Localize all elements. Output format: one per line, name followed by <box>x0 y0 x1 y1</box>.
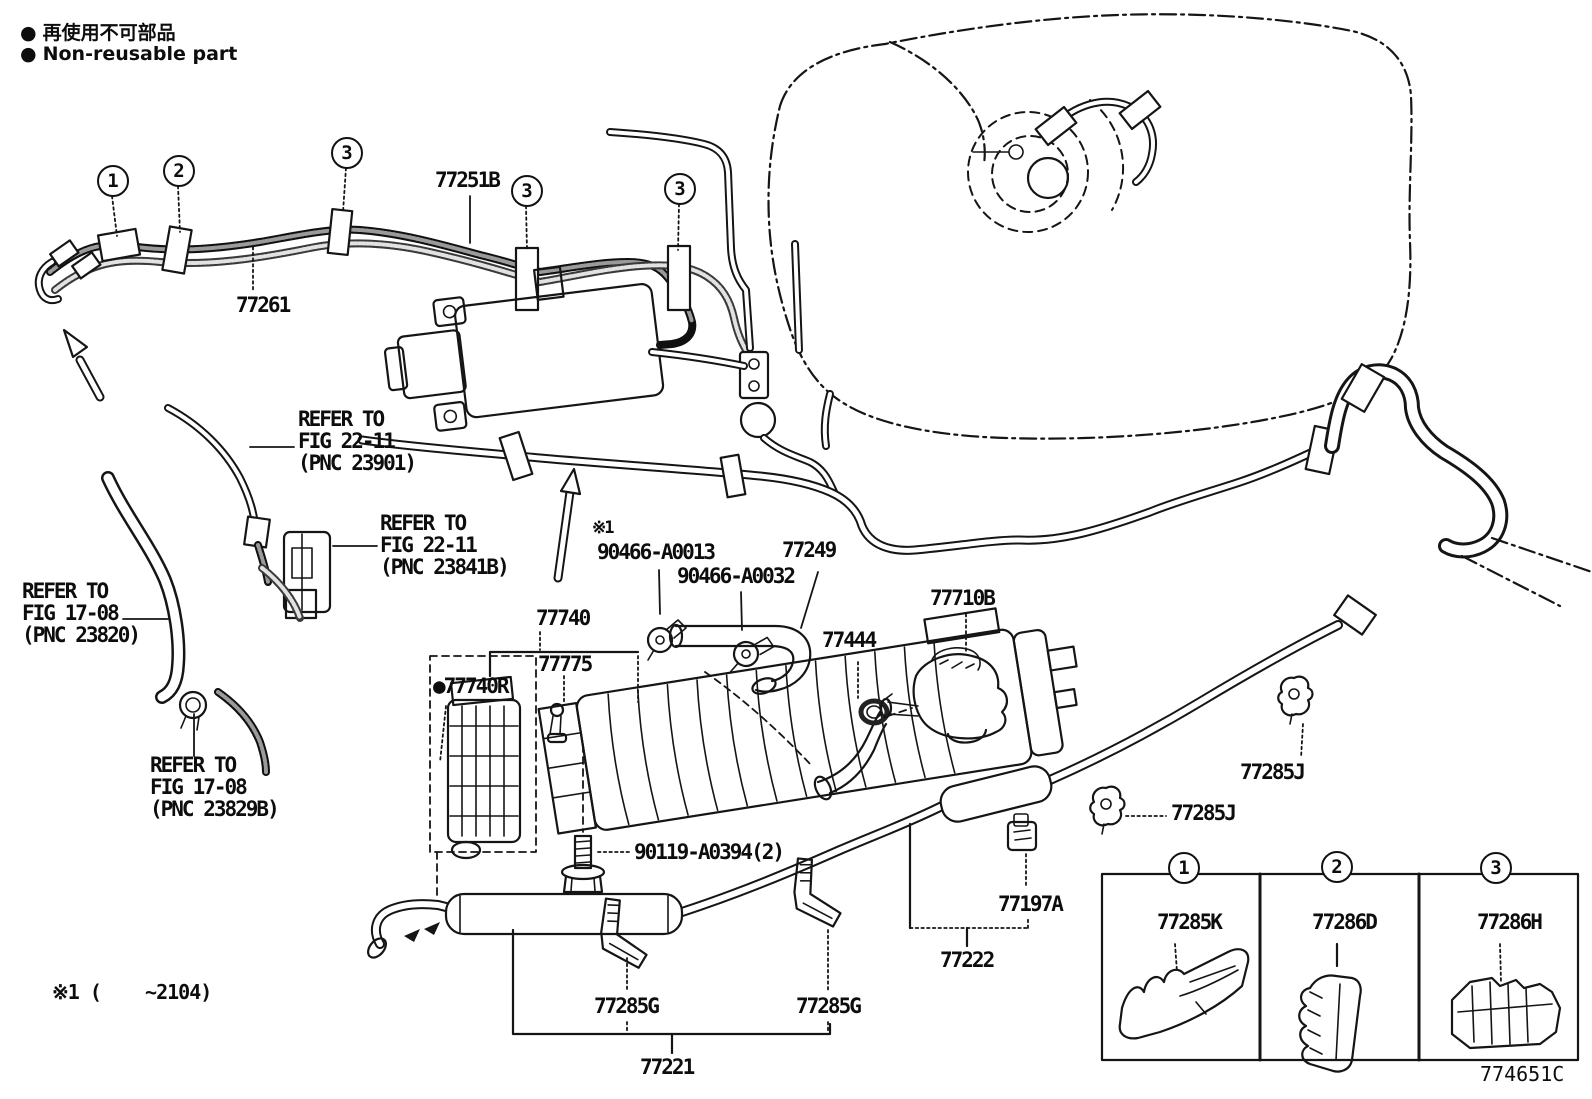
clamp-77285g-2 <box>793 857 842 928</box>
pump-module <box>383 265 665 432</box>
part-label-90466-a0032: 90466-A0032 <box>677 564 796 588</box>
vent-tube <box>606 128 838 496</box>
canister-77740 <box>537 607 1078 835</box>
refer-note-23829b: REFER TO FIG 17-08 (PNC 23829B) <box>150 753 280 821</box>
part-label-77285g: 77285G <box>594 994 660 1018</box>
hose-77249 <box>668 623 812 695</box>
callout-1: 1 <box>1168 852 1200 884</box>
part-label-77710b: 77710B <box>930 586 996 610</box>
callout-3: 3 <box>1480 852 1512 884</box>
fuel-tube-77251b <box>34 239 754 360</box>
part-label-77285j: 77285J <box>1240 760 1306 784</box>
bolt-90119 <box>560 744 606 894</box>
valve-77710b <box>879 647 1008 744</box>
part-label-77221: 77221 <box>640 1055 695 1079</box>
part-label-77251b: 77251B <box>435 168 501 192</box>
part-label-90466-a0013: 90466-A0013 <box>597 540 716 564</box>
pipe-77221 <box>367 594 1377 959</box>
part-label-77740: 77740 <box>536 606 591 630</box>
part-label-77261: 77261 <box>236 293 291 317</box>
left-hoses <box>101 404 332 776</box>
refer-note-23901: REFER TO FIG 22-11 (PNC 23901) <box>298 407 417 475</box>
air-filter-77740r <box>404 655 537 942</box>
clamp-77285g-1 <box>600 897 648 969</box>
drawing-number: 774651C <box>1480 1062 1565 1086</box>
clamp-band <box>666 244 692 312</box>
leader-lines <box>111 167 1502 1055</box>
part-label-77249: 77249 <box>782 538 837 562</box>
callout-2: 2 <box>1321 851 1353 883</box>
clip-77197a <box>1006 813 1038 852</box>
hose-77444 <box>704 671 913 801</box>
clamp-band <box>96 227 142 263</box>
clip-90466-a0032 <box>729 636 775 673</box>
part-label-77285k: 77285K <box>1157 910 1223 934</box>
clip-90466-a0013 <box>646 619 687 661</box>
legend-en: ●Non-reusable part <box>20 43 238 65</box>
part-label-77197a: 77197A <box>998 892 1064 916</box>
part-label-77775: 77775 <box>538 652 593 676</box>
part-label-77286d: 77286D <box>1312 910 1378 934</box>
clamp-band <box>161 225 193 275</box>
clip-legend-box <box>1100 872 1580 1073</box>
refer-note-23820: REFER TO FIG 17-08 (PNC 23820) <box>22 579 141 647</box>
part-label-77285j: 77285J <box>1171 801 1237 825</box>
part-label-90119-a0394: 90119-A0394(2) <box>634 840 785 864</box>
refer-note-23841b: REFER TO FIG 22-11 (PNC 23841B) <box>380 511 510 579</box>
fuel-tank-outline <box>767 13 1413 440</box>
applicability-footnote: ※1 ( ~2104) <box>52 980 212 1004</box>
callout-2: 2 <box>163 155 195 187</box>
filler-hose <box>1034 89 1162 186</box>
direction-arrow <box>62 328 582 583</box>
clip-77286h-drawing <box>1450 976 1562 1050</box>
clip-77285k-drawing <box>1118 948 1250 1040</box>
part-label-77285g: 77285G <box>796 994 862 1018</box>
callout-1: 1 <box>97 165 129 197</box>
part-label-77286h: 77286H <box>1477 910 1543 934</box>
legend-jp: ●再使用不可部品 <box>20 22 176 44</box>
pin-77775 <box>546 702 568 744</box>
callout-3: 3 <box>511 175 543 207</box>
callout-3: 3 <box>664 173 696 205</box>
bullet-icon: ● <box>433 674 446 698</box>
part-label-77444: 77444 <box>822 628 877 652</box>
bullet-icon: ● <box>20 22 37 44</box>
clip-77286d-drawing <box>1298 974 1362 1073</box>
clip-77285j-mid <box>1089 785 1126 835</box>
clamp-band <box>326 207 354 257</box>
bullet-icon: ● <box>20 43 37 65</box>
clamp-23829b <box>178 690 208 731</box>
clip-77285j-right <box>1277 675 1314 725</box>
part-label-77740r: ●77740R <box>433 674 510 698</box>
rear-fuel-pipe <box>357 363 1592 608</box>
part-label-77222: 77222 <box>940 948 995 972</box>
footnote-marker: ※1 <box>592 518 615 538</box>
callout-3: 3 <box>331 137 363 169</box>
